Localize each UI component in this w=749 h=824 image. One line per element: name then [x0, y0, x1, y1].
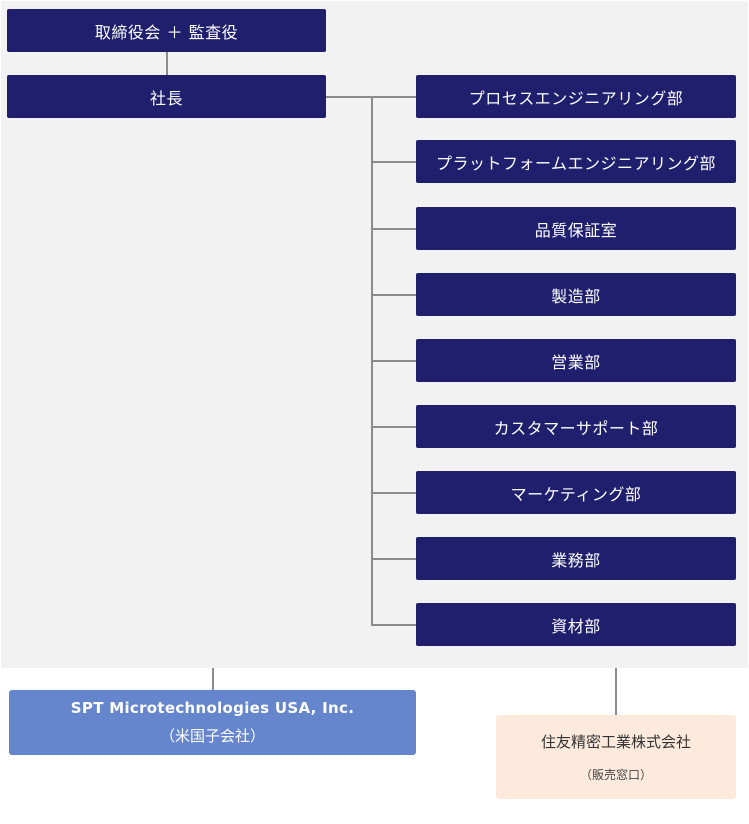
president-branch-connector	[326, 96, 373, 98]
department-box: 品質保証室	[416, 207, 736, 250]
department-branch-line	[371, 624, 416, 626]
subsidiary-connector	[212, 668, 214, 690]
sales-agent-name: 住友精密工業株式会社	[540, 733, 691, 751]
department-box: 営業部	[416, 339, 736, 382]
sales-agent-connector	[615, 668, 617, 715]
board-president-connector	[166, 52, 168, 75]
department-box: 業務部	[416, 537, 736, 580]
department-branch-line	[371, 426, 416, 428]
department-branch-line	[371, 228, 416, 230]
subsidiary-note: （米国子会社）	[159, 727, 265, 745]
department-box: プロセスエンジニアリング部	[416, 75, 736, 118]
department-branch-line	[371, 161, 416, 163]
department-box: プラットフォームエンジニアリング部	[416, 140, 736, 183]
department-branch-line	[371, 558, 416, 560]
department-box: 資材部	[416, 603, 736, 646]
department-branch-line	[371, 96, 416, 98]
board-box: 取締役会 ＋ 監査役	[7, 9, 326, 52]
president-box: 社長	[7, 75, 326, 118]
department-branch-line	[371, 360, 416, 362]
department-box: マーケティング部	[416, 471, 736, 514]
department-branch-line	[371, 294, 416, 296]
subsidiary-name: SPT Microtechnologies USA, Inc.	[70, 699, 355, 717]
department-box: カスタマーサポート部	[416, 405, 736, 448]
sales-agent-box: 住友精密工業株式会社 （販売窓口）	[496, 715, 736, 799]
sales-agent-note: （販売窓口）	[579, 768, 652, 782]
department-branch-line	[371, 492, 416, 494]
subsidiary-box: SPT Microtechnologies USA, Inc. （米国子会社）	[9, 690, 416, 755]
department-box: 製造部	[416, 273, 736, 316]
